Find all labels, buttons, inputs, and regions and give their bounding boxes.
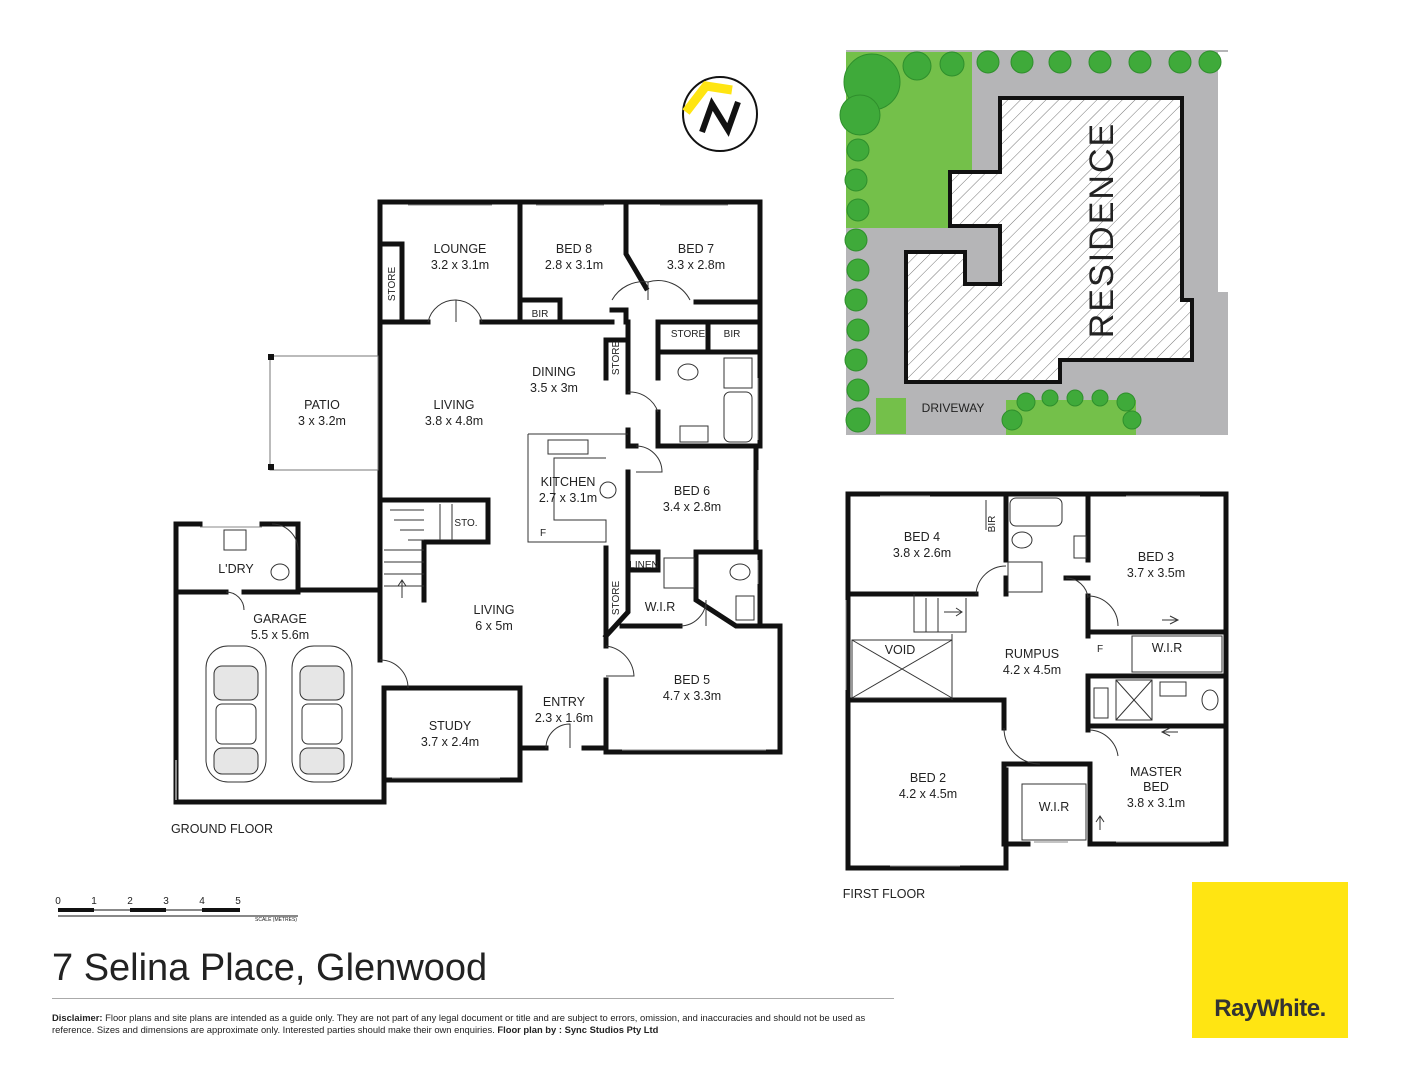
- first-floor-caption: FIRST FLOOR: [843, 887, 925, 901]
- site-plan: [839, 50, 1230, 435]
- patio-name: PATIO: [304, 398, 340, 412]
- store-label-dining: STORE: [611, 341, 622, 376]
- ground-floor-walls: [173, 199, 783, 805]
- bed8-name: BED 8: [556, 242, 592, 256]
- bed4-name: BED 4: [904, 530, 940, 544]
- disclaimer-label: Disclaimer:: [52, 1012, 103, 1023]
- bed7-dim: 3.3 x 2.8m: [667, 258, 725, 272]
- fridge-label-ff: F: [1097, 644, 1103, 655]
- scale-tick-2: 2: [127, 896, 133, 907]
- disclaimer-credit: Floor plan by : Sync Studios Pty Ltd: [497, 1024, 659, 1035]
- entry-name: ENTRY: [543, 695, 586, 709]
- first-floor-details: [845, 495, 1223, 867]
- sto-label: STO.: [454, 518, 477, 529]
- dining-dim: 3.5 x 3m: [530, 381, 578, 395]
- scale-tick-1: 1: [91, 896, 97, 907]
- dining-name: DINING: [532, 365, 576, 379]
- wir-label-bed5: W.I.R: [645, 600, 676, 614]
- rumpus-name: RUMPUS: [1005, 647, 1059, 661]
- disclaimer-text: Floor plans and site plans are intended …: [52, 1012, 866, 1035]
- wir2-name: W.I.R: [1039, 800, 1070, 814]
- store-label-lounge: STORE: [387, 267, 398, 302]
- laundry-name: L'DRY: [218, 562, 254, 576]
- divider: [52, 998, 894, 999]
- first-floor-walls: [845, 491, 1229, 871]
- bed6-dim: 3.4 x 2.8m: [663, 500, 721, 514]
- store-label-hall: STORE: [671, 329, 706, 340]
- scale-tick-5: 5: [235, 896, 241, 907]
- bir-label-bed4: BIR: [987, 516, 998, 533]
- bed8-dim: 2.8 x 3.1m: [545, 258, 603, 272]
- linen-label: LINEN: [629, 560, 658, 571]
- bir-label-bed8: BIR: [532, 309, 549, 320]
- raywhite-logo-text: RayWhite.: [1214, 995, 1326, 1022]
- living2-dim: 6 x 5m: [475, 619, 513, 633]
- kitchen-name: KITCHEN: [541, 475, 596, 489]
- scale-label: SCALE (METRES): [255, 917, 297, 923]
- scale-tick-4: 4: [199, 896, 205, 907]
- driveway-label: DRIVEWAY: [922, 401, 985, 415]
- master-dim: 3.8 x 3.1m: [1127, 796, 1185, 810]
- bed4-dim: 3.8 x 2.6m: [893, 546, 951, 560]
- living1-name: LIVING: [434, 398, 475, 412]
- ground-floor-caption: GROUND FLOOR: [171, 822, 273, 836]
- scale-tick-0: 0: [55, 896, 61, 907]
- lounge-dim: 3.2 x 3.1m: [431, 258, 489, 272]
- store-label-living: STORE: [611, 581, 622, 616]
- garage-dim: 5.5 x 5.6m: [251, 628, 309, 642]
- scale-bar: 0 1 2 3 4 5 SCALE (METRES): [55, 896, 298, 923]
- bed3-name: BED 3: [1138, 550, 1174, 564]
- bir-label-bed7: BIR: [724, 329, 741, 340]
- scale-tick-3: 3: [163, 896, 169, 907]
- trees: [839, 50, 1222, 433]
- north-arrow-icon: [682, 76, 758, 152]
- kitchen-dim: 2.7 x 3.1m: [539, 491, 597, 505]
- lounge-name: LOUNGE: [434, 242, 487, 256]
- void-name: VOID: [885, 643, 916, 657]
- residence-label: RESIDENCE: [1083, 122, 1121, 338]
- living1-dim: 3.8 x 4.8m: [425, 414, 483, 428]
- study-dim: 3.7 x 2.4m: [421, 735, 479, 749]
- garage-name: GARAGE: [253, 612, 307, 626]
- bed2-name: BED 2: [910, 771, 946, 785]
- study-name: STUDY: [429, 719, 472, 733]
- car-icon-right: [291, 645, 353, 783]
- residence-footprint: [904, 96, 1194, 384]
- car-icon-left: [205, 645, 267, 783]
- ground-floor-details: [175, 204, 766, 800]
- bed3-dim: 3.7 x 3.5m: [1127, 566, 1185, 580]
- master-name: MASTER: [1130, 765, 1182, 779]
- property-address: 7 Selina Place, Glenwood: [52, 947, 488, 989]
- fridge-label: F: [540, 528, 546, 539]
- bed2-dim: 4.2 x 4.5m: [899, 787, 957, 801]
- bed6-name: BED 6: [674, 484, 710, 498]
- wir1-name: W.I.R: [1152, 641, 1183, 655]
- disclaimer: Disclaimer: Floor plans and site plans a…: [52, 1012, 902, 1036]
- raywhite-logo: RayWhite.: [1192, 882, 1348, 1038]
- bed7-name: BED 7: [678, 242, 714, 256]
- bed5-dim: 4.7 x 3.3m: [663, 689, 721, 703]
- living2-name: LIVING: [474, 603, 515, 617]
- master-name2: BED: [1143, 780, 1169, 794]
- entry-dim: 2.3 x 1.6m: [535, 711, 593, 725]
- rumpus-dim: 4.2 x 4.5m: [1003, 663, 1061, 677]
- patio-dim: 3 x 3.2m: [298, 414, 346, 428]
- bed5-name: BED 5: [674, 673, 710, 687]
